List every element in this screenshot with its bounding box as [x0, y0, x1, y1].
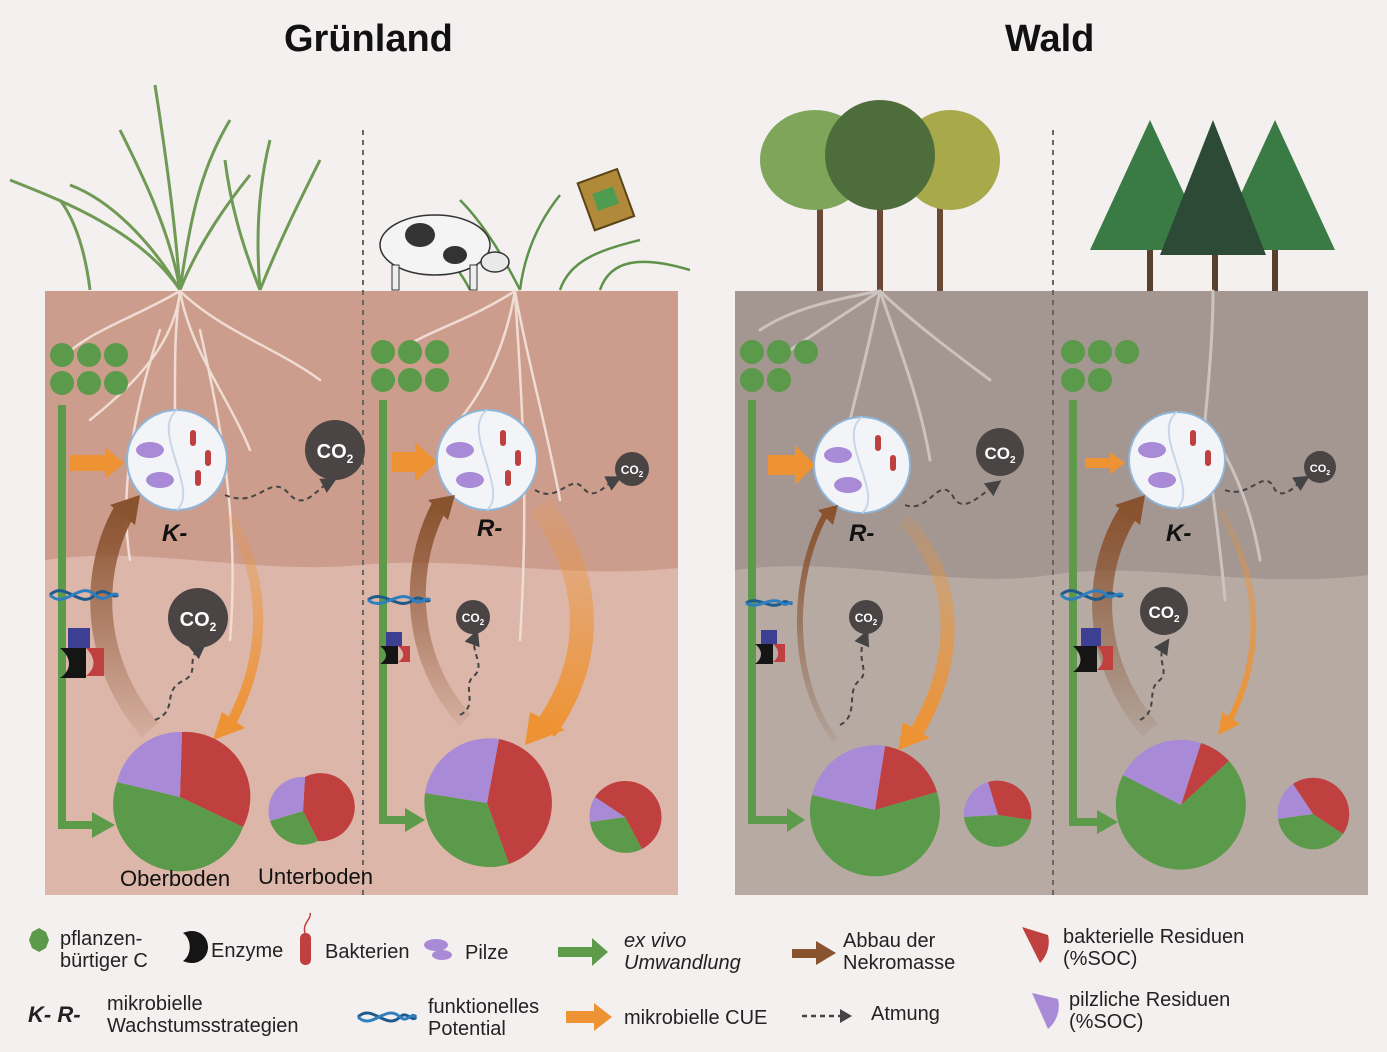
legend-fungal-residues: pilzliche Residuen(%SOC) — [1069, 989, 1231, 1033]
pie-g1-subsoil — [268, 773, 355, 845]
strategy-label-g1: K- — [162, 520, 188, 547]
svg-text:CO2: CO2 — [1148, 603, 1180, 625]
cue-legend-arrow — [566, 1003, 612, 1031]
pie-g2-subsoil — [589, 780, 662, 853]
svg-text:CO2: CO2 — [1310, 463, 1331, 477]
legend-respiration: Atmung — [871, 1003, 940, 1025]
legend-enzymes: Enzyme — [211, 940, 284, 962]
pie-g2-topsoil — [424, 738, 552, 868]
microbe-w1 — [813, 416, 911, 514]
microbe-g2 — [436, 409, 538, 511]
legend-plant-c: pflanzen-bürtiger C — [60, 928, 148, 972]
co2-bubble-w2-top: CO2 — [1304, 451, 1336, 483]
cue-curve-arrowheads — [213, 712, 1240, 750]
plant-c-clusters — [50, 340, 1139, 395]
topsoil-label: Oberboden — [120, 866, 231, 891]
diagram-canvas: CO2 CO2 CO2 CO2 CO2 CO2 CO2 CO2 — [9, 84, 1368, 895]
co2-bubble-g1-sub: CO2 — [168, 588, 228, 648]
svg-text:CO2: CO2 — [317, 441, 354, 466]
plant-c-legend-icon — [29, 928, 49, 952]
dna-legend-icon — [356, 1011, 418, 1023]
plant-c-w2 — [1061, 340, 1139, 392]
svg-text:CO2: CO2 — [855, 611, 878, 627]
necromass-legend-arrow — [792, 941, 836, 965]
plant-c-g2 — [371, 340, 449, 392]
enzyme-legend-icon — [183, 930, 208, 964]
microbe-circles — [126, 409, 1226, 514]
pie-w1-subsoil — [963, 780, 1032, 847]
cue-curve-arrows — [225, 497, 1257, 739]
microbe-w2 — [1128, 411, 1226, 509]
svg-text:CO2: CO2 — [621, 463, 644, 479]
bacterial-residue-legend-icon — [1022, 927, 1049, 963]
cow-icon — [379, 214, 510, 291]
co2-bubbles: CO2 CO2 CO2 CO2 CO2 CO2 CO2 CO2 — [168, 420, 1336, 648]
bacteria-legend-icon — [300, 933, 311, 965]
svg-text:CO2: CO2 — [462, 611, 485, 627]
necromass-arrows — [90, 501, 1158, 742]
svg-text:CO2: CO2 — [984, 444, 1016, 466]
fungal-residue-legend-icon — [1032, 993, 1059, 1029]
strategy-label-g2: R- — [477, 515, 503, 542]
legend-icons — [29, 912, 1059, 1031]
exvivo-arrows — [58, 400, 1100, 829]
pie-w2-subsoil — [1277, 777, 1350, 850]
strategy-label-w1: R- — [849, 520, 875, 547]
dna-icons — [48, 589, 1124, 607]
respiration-legend-arrow — [802, 1009, 852, 1023]
enzyme-icons-panels — [60, 628, 1113, 678]
pie-g1-topsoil — [113, 731, 251, 872]
co2-bubble-g1-top: CO2 — [305, 420, 365, 480]
legend-cue: mikrobielle CUE — [624, 1007, 768, 1029]
co2-bubble-w1-top: CO2 — [976, 428, 1024, 476]
pie-w1-topsoil — [809, 745, 940, 877]
microbe-g1 — [126, 409, 228, 511]
exvivo-legend-arrow — [558, 938, 608, 966]
subsoil-label: Unterboden — [258, 864, 373, 889]
respiration-paths — [154, 475, 1310, 726]
title-forest: Wald — [1005, 18, 1095, 60]
legend-fungi: Pilze — [465, 942, 509, 964]
cue-input-arrows — [70, 442, 1125, 485]
title-grassland: Grünland — [284, 18, 453, 60]
exvivo-arrowheads — [92, 808, 1118, 838]
plant-c-w1 — [740, 340, 818, 392]
grazed-grass — [439, 194, 691, 291]
co2-bubble-g2-sub: CO2 — [456, 600, 490, 634]
legend-bacteria: Bakterien — [325, 941, 410, 963]
co2-bubble-w1-sub: CO2 — [849, 600, 883, 634]
co2-bubble-w2-sub: CO2 — [1140, 587, 1188, 635]
pie-w2-topsoil — [1115, 739, 1246, 870]
legend-kr-symbol: K- R- — [28, 1002, 81, 1027]
necromass-arrowheads — [110, 495, 1145, 525]
strategy-label-w2: K- — [1166, 520, 1192, 547]
plant-c-g1 — [50, 343, 128, 395]
co2-bubble-g2-top: CO2 — [615, 452, 649, 486]
conifer-trees — [1090, 120, 1335, 291]
fungi-legend-icon — [424, 939, 452, 960]
grass-plants — [9, 84, 322, 291]
fertilizer-bag-icon — [576, 167, 636, 232]
legend-bacterial-residues: bakterielle Residuen(%SOC) — [1063, 926, 1245, 970]
svg-text:CO2: CO2 — [180, 609, 217, 634]
deciduous-trees — [760, 100, 1000, 291]
pie-charts — [113, 731, 1350, 877]
